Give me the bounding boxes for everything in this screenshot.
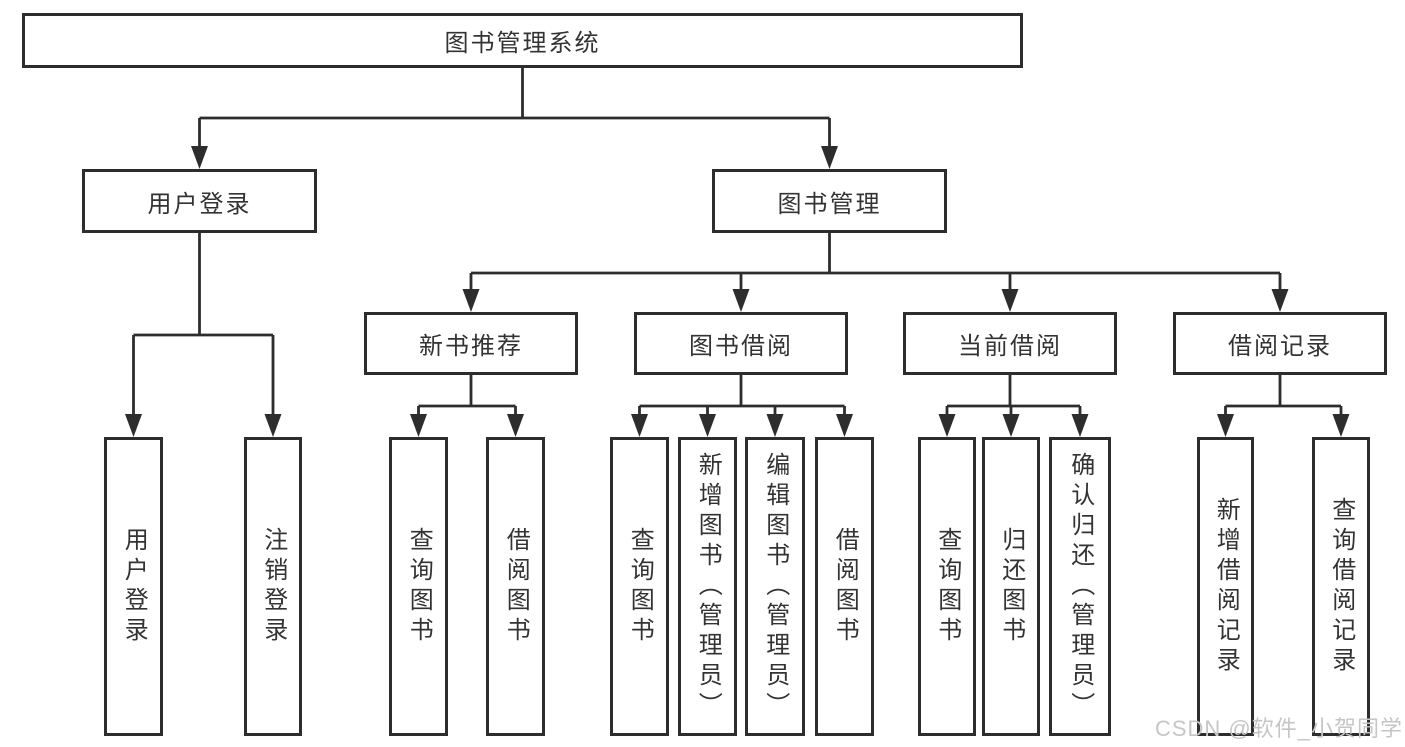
arrow-down-icon [1002,414,1020,437]
node-label: 新增借阅记录 [1212,496,1240,677]
watermark: CSDN @软件_小贺同学 [1154,716,1403,741]
node-book-management: 图书管理 [712,169,947,233]
node-leaf-borrow-add: 新增图书（管理员） [678,437,737,736]
branch-new-book [410,375,524,437]
node-label: 用户登录 [120,526,148,647]
connector-path [198,68,831,147]
node-leaf-borrow-edit: 编辑图书（管理员） [745,437,805,736]
branch-borrow-record [1217,375,1350,437]
branch-user-login [125,233,282,437]
branch-current-borrow [938,375,1089,437]
arrow-down-icon [125,414,142,437]
arrow-down-icon [732,289,750,312]
connector-path [469,233,1282,290]
node-label: 归还图书 [997,526,1025,647]
arrow-down-icon [836,414,853,437]
node-label: 借阅图书 [502,526,530,647]
connector-path [638,375,846,416]
arrow-down-icon [1332,414,1350,437]
node-leaf-logout: 注销登录 [244,437,302,736]
connector-path [132,233,275,416]
node-label: 图书管理系统 [444,30,601,57]
arrow-down-icon [462,289,480,312]
node-label: 查询图书 [933,526,961,647]
arrow-down-icon [1001,289,1019,312]
node-user-login: 用户登录 [82,169,317,233]
connector-path [417,375,517,416]
node-label: 图书借阅 [689,333,793,360]
node-leaf-newbook-borrow: 借阅图书 [486,437,545,736]
node-new-book: 新书推荐 [364,312,578,375]
node-leaf-user-login: 用户登录 [104,437,163,736]
node-current-borrow: 当前借阅 [903,312,1117,375]
arrow-down-icon [191,146,208,169]
arrow-down-icon [938,414,956,437]
node-leaf-current-query: 查询图书 [918,437,976,736]
arrow-down-icon [1271,289,1289,312]
node-label: 用户登录 [147,190,252,218]
arrow-down-icon [507,414,524,437]
branch-root [191,68,838,169]
node-label: 确认归还（管理员） [1066,451,1094,722]
node-leaf-borrow-query: 查询图书 [610,437,669,736]
branch-book-borrow [631,375,853,437]
node-leaf-newbook-query: 查询图书 [389,437,448,736]
node-label: 新书推荐 [419,333,523,360]
arrow-down-icon [1071,414,1089,437]
node-label: 编辑图书（管理员） [761,451,789,722]
connector-path [1224,375,1343,416]
node-label: 查询图书 [405,526,433,647]
arrow-down-icon [631,414,648,437]
node-label: 查询借阅记录 [1327,496,1355,677]
arrow-down-icon [699,414,716,437]
node-leaf-current-confirm: 确认归还（管理员） [1049,437,1111,736]
node-label: 当前借阅 [958,333,1062,360]
node-label: 新增图书（管理员） [694,451,722,722]
arrow-down-icon [410,414,427,437]
node-label: 借阅图书 [831,526,859,647]
node-label: 注销登录 [259,526,287,647]
arrow-down-icon [264,414,282,437]
arrow-down-icon [766,414,784,437]
node-book-borrow: 图书借阅 [634,312,848,375]
arrow-down-icon [1217,414,1234,437]
branch-book-management [462,233,1289,312]
node-root: 图书管理系统 [22,13,1023,68]
node-label: 查询图书 [626,526,654,647]
node-leaf-borrow-borrow: 借阅图书 [815,437,874,736]
connector-path [945,375,1082,416]
node-borrow-record: 借阅记录 [1173,312,1387,375]
node-leaf-current-return: 归还图书 [982,437,1040,736]
node-leaf-record-query: 查询借阅记录 [1312,437,1370,736]
node-label: 图书管理 [777,190,882,218]
node-label: 借阅记录 [1228,333,1332,360]
arrow-down-icon [821,146,838,169]
node-leaf-record-add: 新增借阅记录 [1197,437,1254,736]
